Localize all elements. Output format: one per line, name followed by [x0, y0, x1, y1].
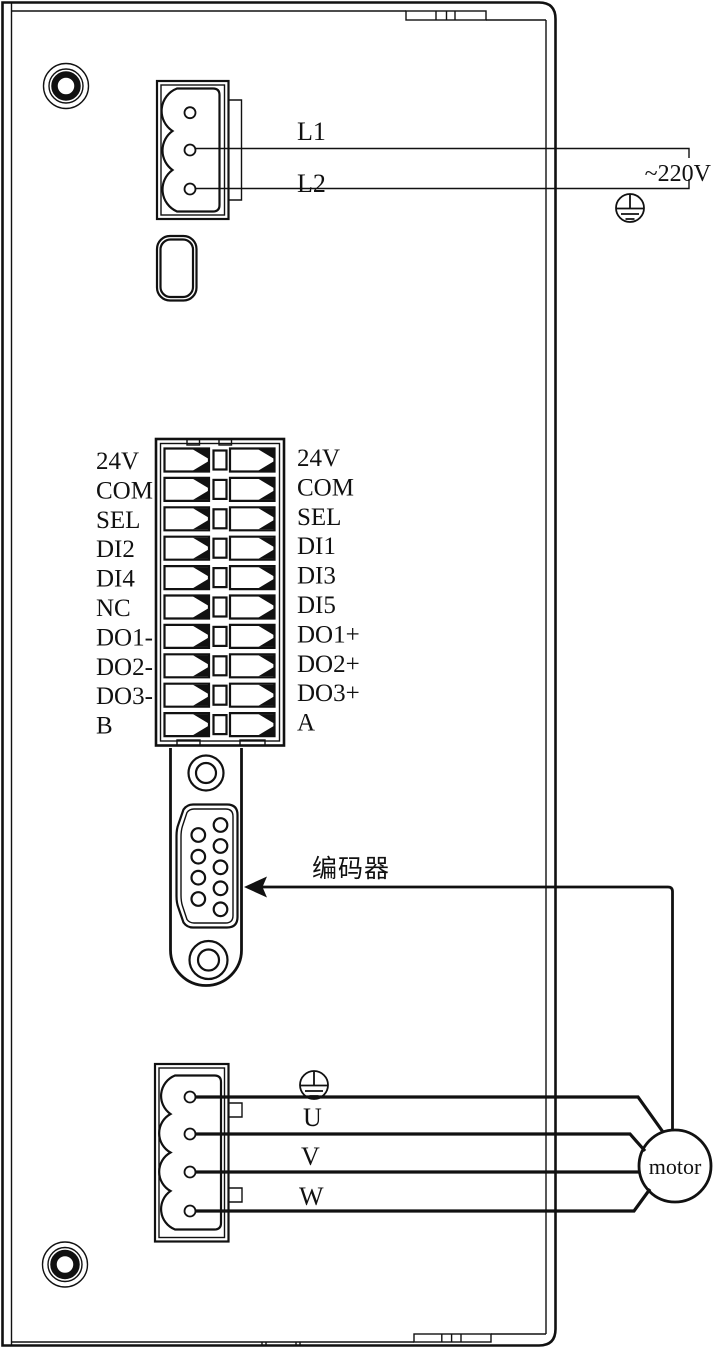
mounting-hole-bottom-left	[41, 1241, 89, 1288]
io-label-left-5: NC	[96, 595, 131, 622]
db9-pins	[190, 817, 229, 918]
io-label-left-3: DI2	[96, 536, 135, 563]
power-pin-l1	[183, 143, 197, 157]
io-label-left-8: DO3-	[96, 683, 153, 710]
motor-pin-w	[183, 1204, 197, 1218]
label-supply-voltage: ~220V	[645, 161, 712, 187]
wire-l1	[196, 147, 690, 158]
motor-pin-u	[183, 1127, 197, 1141]
io-label-right-6: DO1+	[297, 621, 360, 648]
terminal-row	[163, 564, 276, 591]
terminal-row	[163, 711, 276, 738]
io-label-right-7: DO2+	[297, 651, 360, 678]
protective-earth-icon-bottom	[299, 1070, 329, 1100]
label-phase-u: U	[303, 1103, 322, 1132]
io-label-right-3: DI1	[297, 533, 336, 560]
arrow-left-icon	[244, 876, 267, 898]
label-l1: L1	[297, 117, 326, 146]
io-label-right-1: COM	[297, 474, 354, 501]
terminal-row	[163, 476, 276, 502]
device-outline	[1, 1, 557, 1347]
label-phase-w: W	[299, 1182, 324, 1211]
protective-earth-icon-top	[615, 193, 645, 223]
wire-l2	[196, 179, 690, 190]
power-connector	[155, 79, 243, 221]
io-label-right-9: A	[297, 710, 315, 737]
io-label-right-0: 24V	[297, 445, 340, 472]
mini-usb-port	[155, 234, 198, 302]
io-label-left-7: DO2-	[96, 654, 153, 681]
motor-pin-v	[183, 1165, 197, 1179]
label-phase-v: V	[301, 1142, 320, 1171]
power-pin-l2	[183, 182, 197, 196]
bottom-mount-tab	[413, 1333, 492, 1343]
encoder-wire	[244, 876, 674, 1129]
terminal-row	[163, 594, 276, 620]
io-label-right-5: DI5	[297, 592, 336, 619]
io-labels-left: 24V COM SEL DI2 DI4 NC DO1- DO2- DO3- B	[96, 448, 153, 740]
io-labels-right: 24V COM SEL DI1 DI3 DI5 DO1+ DO2+ DO3+ A	[297, 445, 360, 737]
io-label-right-4: DI3	[297, 563, 336, 590]
wire-motor-ground	[196, 1095, 665, 1133]
terminal-row	[163, 447, 276, 473]
terminal-row	[163, 506, 276, 532]
io-terminal-block	[154, 437, 286, 747]
label-l2: L2	[297, 169, 326, 198]
mounting-hole-top-left	[42, 62, 90, 110]
motor-connector	[153, 1062, 243, 1243]
io-label-left-9: B	[96, 713, 113, 740]
io-label-right-2: SEL	[297, 504, 341, 531]
io-label-left-0: 24V	[96, 448, 139, 475]
motor-label: motor	[649, 1154, 702, 1179]
io-label-left-1: COM	[96, 477, 153, 504]
terminal-row	[163, 535, 276, 561]
io-label-left-6: DO1-	[96, 624, 153, 651]
power-pin-ground	[183, 106, 197, 120]
io-label-right-8: DO3+	[297, 680, 360, 707]
wire-phase-u	[196, 1132, 647, 1153]
encoder-label: 编码器	[312, 855, 390, 883]
motor-symbol: motor	[637, 1128, 713, 1204]
motor-pin-ground	[183, 1090, 197, 1104]
terminal-row	[163, 682, 276, 708]
io-label-left-4: DI4	[96, 566, 135, 593]
terminal-row	[163, 653, 276, 679]
io-label-left-2: SEL	[96, 507, 140, 534]
terminal-row	[163, 623, 276, 650]
encoder-db9-port	[169, 748, 243, 987]
wire-phase-w	[196, 1188, 652, 1213]
